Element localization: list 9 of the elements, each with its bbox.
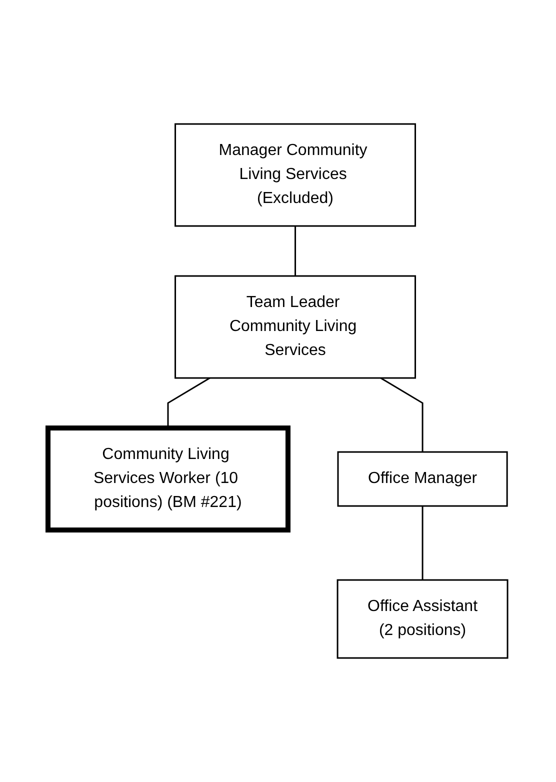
connector (422, 506, 424, 580)
node-box: Office Manager (337, 451, 508, 507)
node-box: Community Living Services Worker (10 positions) (BM #221) (46, 426, 291, 532)
connector (380, 377, 424, 452)
node-box: Office Assistant (2 positions) (337, 579, 509, 659)
node-box: Team Leader Community Living Services (174, 275, 416, 379)
connector (294, 226, 296, 276)
connector (167, 377, 210, 428)
node-box: Manager Community Living Services (Excluded) (174, 123, 416, 227)
